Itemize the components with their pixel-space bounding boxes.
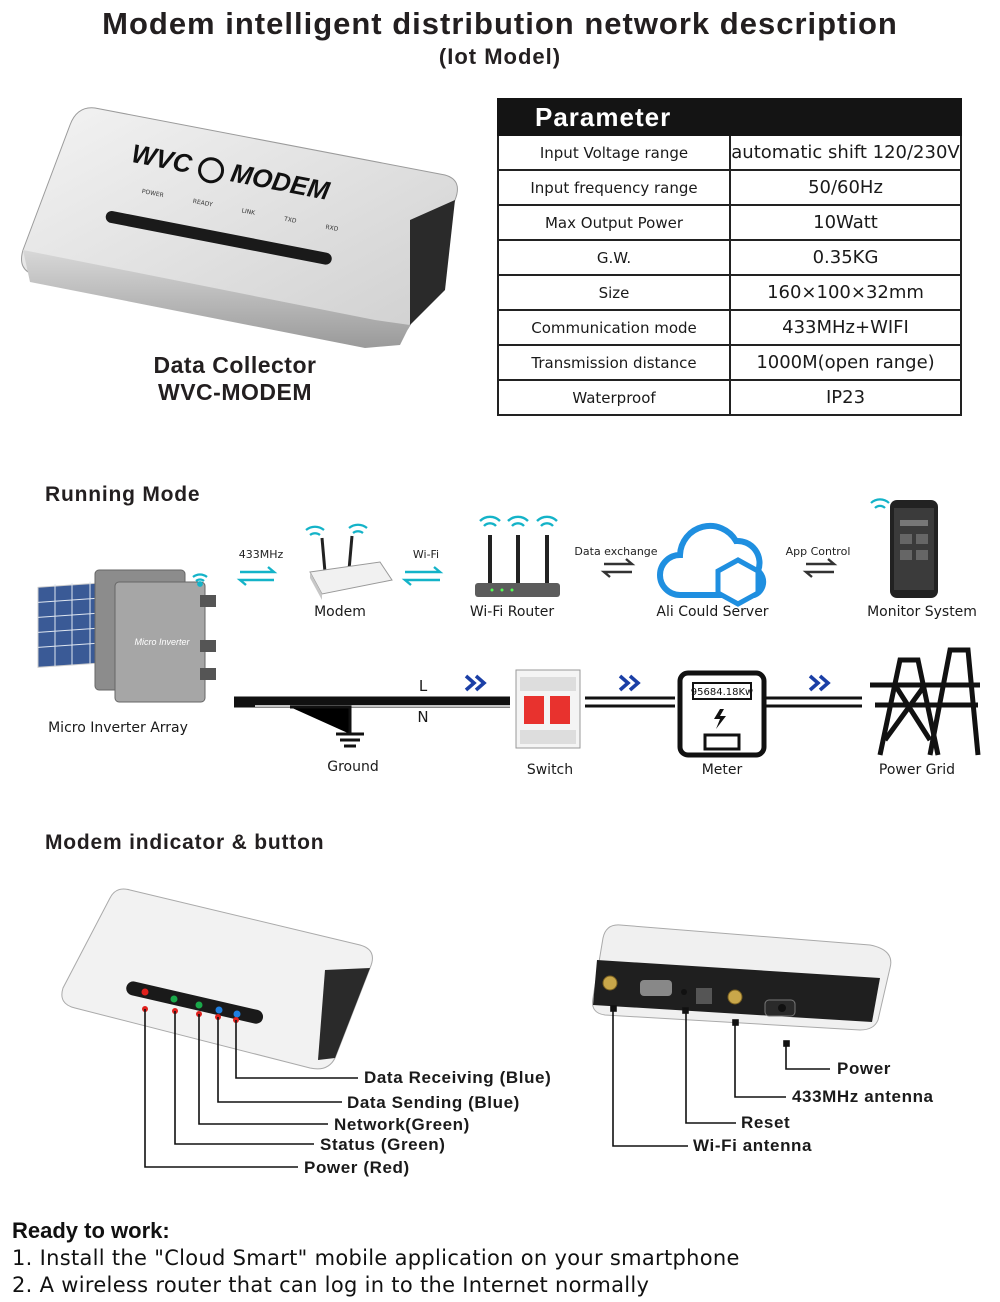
callout-status: Status (Green)	[320, 1135, 446, 1154]
double-arrow-icon	[600, 558, 838, 578]
param-value: automatic shift 120/230V	[729, 134, 962, 171]
double-arrow-icon	[236, 566, 444, 586]
wifi-icon	[479, 515, 558, 527]
wifi-antenna-connector-icon	[602, 975, 618, 991]
param-value: 0.35KG	[729, 239, 962, 276]
param-name: Size	[497, 274, 731, 311]
indicator-heading: Modem indicator & button	[45, 831, 325, 854]
node-label-modem: Modem	[314, 604, 366, 620]
parameter-heading: Parameter	[497, 98, 962, 136]
callout-power-socket: Power	[837, 1059, 892, 1078]
data-sending-led	[215, 1006, 223, 1014]
status-led	[170, 995, 178, 1003]
product-caption-1: Data Collector	[153, 352, 317, 378]
running-mode-heading: Running Mode	[45, 483, 201, 506]
node-label-inverter: Micro Inverter Array	[48, 720, 188, 736]
flow-arrow-icon	[464, 674, 831, 692]
router-icon	[475, 535, 560, 597]
param-name: Transmission distance	[497, 344, 731, 381]
power-grid-icon	[870, 647, 981, 756]
param-name: Input frequency range	[497, 169, 731, 206]
line-label-l: L	[418, 677, 428, 695]
link-label-data-exchange: Data exchange	[574, 545, 658, 558]
param-value: IP23	[729, 379, 962, 416]
data-receiving-led	[233, 1010, 241, 1018]
param-value: 50/60Hz	[729, 169, 962, 206]
wifi-icon	[870, 498, 890, 509]
callout-power: Power (Red)	[304, 1158, 410, 1177]
callout-network: Network(Green)	[334, 1115, 470, 1134]
breaker-switch-icon	[515, 669, 581, 749]
meter-icon	[677, 670, 767, 758]
table-row: G.W.0.35KG	[497, 239, 962, 276]
modem-icon	[309, 535, 393, 600]
ready-title: Ready to work:	[12, 1218, 170, 1243]
callout-reset: Reset	[741, 1113, 791, 1132]
node-label-ground: Ground	[327, 759, 379, 775]
ready-step-1: 1. Install the "Cloud Smart" mobile appl…	[12, 1246, 740, 1270]
node-label-grid: Power Grid	[878, 762, 956, 778]
link-label-433mhz: 433MHz	[238, 548, 284, 561]
product-caption-2: WVC-MODEM	[158, 379, 312, 405]
wifi-icon	[305, 523, 368, 536]
param-value: 1000M(open range)	[729, 344, 962, 381]
param-name: G.W.	[497, 239, 731, 276]
modem-front-image	[61, 888, 373, 1070]
modem-product-image	[21, 107, 458, 348]
param-name: Input Voltage range	[497, 134, 731, 171]
indicator-diagram	[61, 888, 892, 1168]
wifi-icon	[192, 573, 208, 587]
page-title: Modem intelligent distribution network d…	[102, 6, 898, 41]
callout-data-sending: Data Sending (Blue)	[347, 1093, 520, 1112]
param-name: Communication mode	[497, 309, 731, 346]
param-name: Max Output Power	[497, 204, 731, 241]
running-mode-diagram: Micro Inverter	[37, 498, 981, 758]
meter-reading: 95684.18Kw	[691, 687, 753, 698]
antenna-433mhz-connector-icon	[727, 989, 743, 1005]
network-led	[195, 1001, 203, 1009]
page-subtitle: (Iot Model)	[438, 44, 562, 69]
ground-icon	[290, 705, 364, 748]
cloud-server-icon	[657, 522, 767, 607]
link-label-app-control: App Control	[785, 545, 851, 558]
node-label-switch: Switch	[526, 762, 574, 778]
node-label-monitor: Monitor System	[867, 604, 977, 620]
reset-button-icon	[681, 989, 687, 995]
param-value: 10Watt	[729, 204, 962, 241]
power-socket-icon	[778, 1004, 786, 1012]
monitor-phone-icon	[890, 500, 938, 598]
ready-step-2: 2. A wireless router that can log in to …	[12, 1273, 650, 1297]
callout-433mhz-antenna: 433MHz antenna	[792, 1087, 934, 1106]
node-label-cloud: Ali Could Server	[656, 604, 769, 620]
inverter-print: Micro Inverter	[134, 637, 190, 647]
modem-back-image	[592, 924, 892, 1031]
brand-logo-icon	[195, 155, 227, 186]
param-value: 160×100×32mm	[729, 274, 962, 311]
param-name: Waterproof	[497, 379, 731, 416]
line-label-n: N	[417, 708, 429, 726]
node-label-meter: Meter	[701, 762, 743, 778]
power-led	[141, 988, 149, 996]
link-label-wifi: Wi-Fi	[412, 548, 440, 561]
callout-data-receiving: Data Receiving (Blue)	[364, 1068, 552, 1087]
callout-wifi-antenna: Wi-Fi antenna	[693, 1136, 813, 1155]
param-value: 433MHz+WIFI	[729, 309, 962, 346]
node-label-router: Wi-Fi Router	[469, 604, 555, 620]
micro-inverter-array-icon	[37, 569, 216, 703]
